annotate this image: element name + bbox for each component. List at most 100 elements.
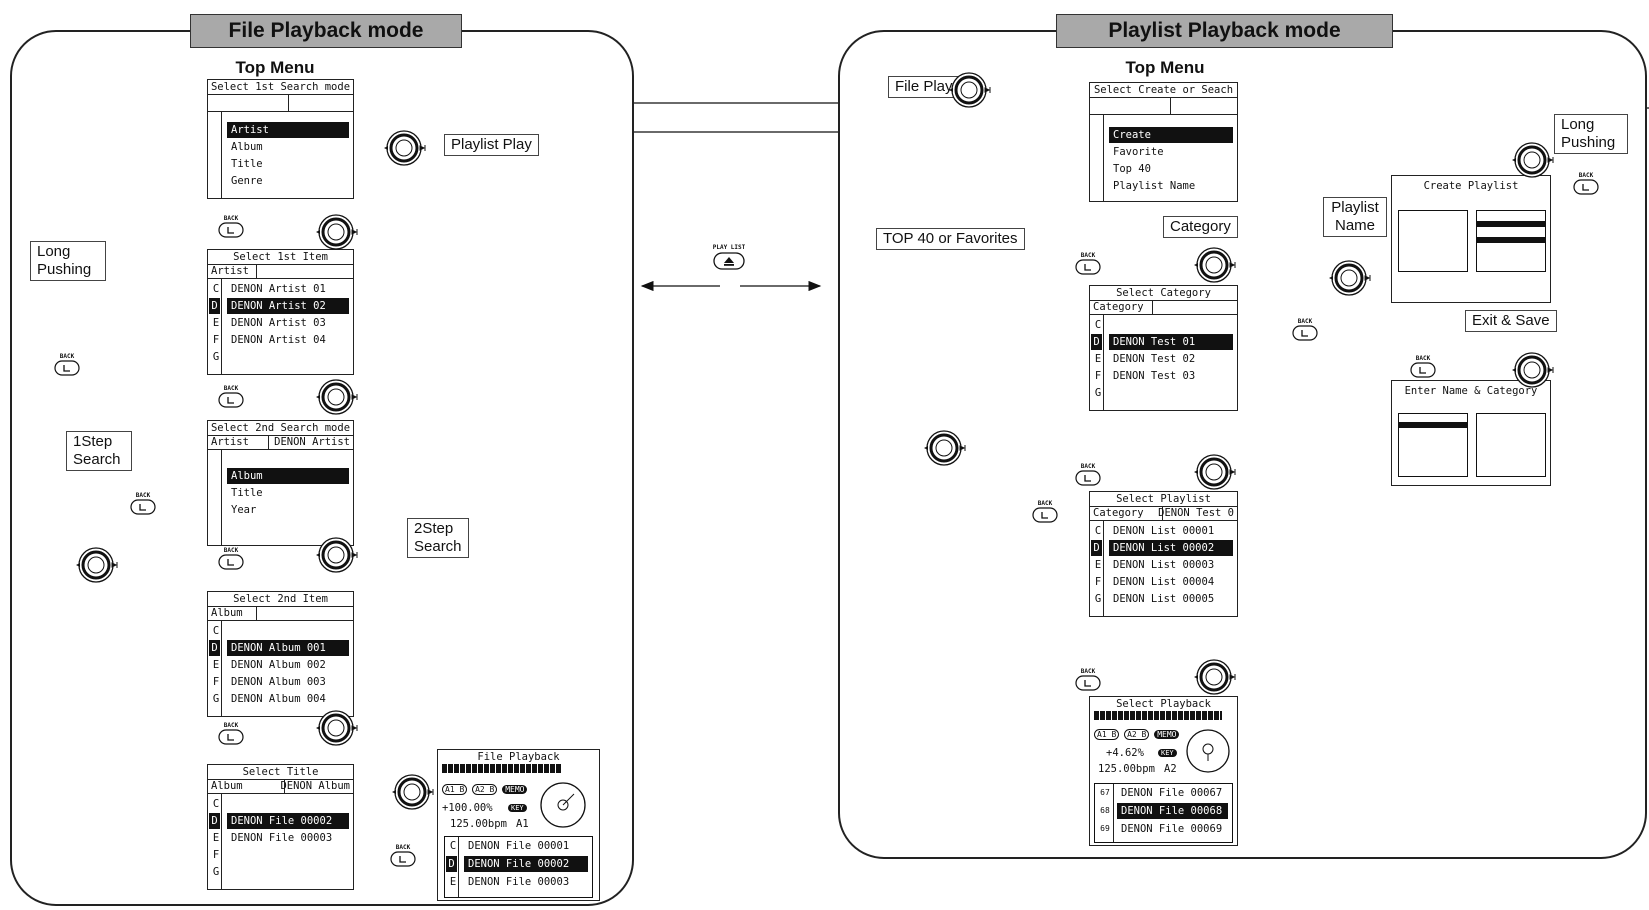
label-1step-search: 1Step Search <box>66 431 132 471</box>
screen-create-playlist[interactable]: Create Playlist <box>1391 175 1551 303</box>
list-item[interactable]: Album <box>231 141 263 153</box>
list-item[interactable]: DENON List 00002 <box>1109 540 1233 556</box>
back-button[interactable]: BACK <box>1075 252 1101 280</box>
jog-knob-icon[interactable] <box>312 212 370 257</box>
list-item[interactable]: Top 40 <box>1113 163 1151 175</box>
list-item[interactable]: DENON Artist 04 <box>231 334 326 346</box>
screen-select-playback[interactable]: Select Playback A1 B A2 B MEMO +4.62% KE… <box>1089 696 1238 846</box>
list-item[interactable]: DENON File 00003 <box>468 876 570 888</box>
screen-select-create-or-search[interactable]: Select Create or Seach Create Favorite T… <box>1089 82 1238 202</box>
back-label: BACK <box>1037 500 1053 507</box>
jog-knob-icon[interactable] <box>920 428 978 473</box>
back-button[interactable]: BACK <box>390 844 416 872</box>
list-item[interactable]: Genre <box>231 175 263 187</box>
back-icon <box>1032 507 1058 523</box>
jog-knob-icon[interactable] <box>72 545 130 590</box>
eject-icon <box>713 252 745 270</box>
back-button[interactable]: BACK <box>1032 500 1058 528</box>
file-mode-title: File Playback mode <box>190 14 462 48</box>
list-item[interactable]: Title <box>231 487 263 499</box>
list-item[interactable]: DENON File 00068 <box>1117 803 1228 819</box>
jog-knob-icon[interactable] <box>1190 245 1248 290</box>
back-button[interactable]: BACK <box>1410 355 1436 383</box>
back-button[interactable]: BACK <box>218 722 244 750</box>
back-label: BACK <box>223 547 239 554</box>
list-item[interactable]: Create <box>1109 127 1233 143</box>
list-item[interactable]: DENON Test 03 <box>1113 370 1196 382</box>
memo-badge: MEMO <box>502 785 528 794</box>
jog-knob-icon[interactable] <box>1508 140 1566 185</box>
screen-title: Create Playlist <box>1423 180 1519 192</box>
jog-knob-icon[interactable] <box>1190 452 1248 497</box>
list-item[interactable]: DENON File 00002 <box>464 856 588 872</box>
list-item[interactable]: Favorite <box>1113 146 1164 158</box>
column-header: DENON Test 0 <box>1158 507 1234 519</box>
list-item[interactable]: DENON Album 003 <box>231 676 326 688</box>
screen-title: Select Category <box>1090 286 1237 301</box>
key-badge: KEY <box>1158 749 1177 757</box>
back-button[interactable]: BACK <box>1573 172 1599 200</box>
list-item[interactable]: DENON File 00002 <box>227 813 349 829</box>
list-item[interactable]: Year <box>231 504 257 516</box>
list-item[interactable]: DENON List 00001 <box>1113 525 1215 537</box>
screen-title: Select Title <box>208 765 353 780</box>
column-header: Album <box>211 607 243 619</box>
list-item[interactable]: Album <box>227 468 349 484</box>
back-icon <box>218 729 244 745</box>
jog-knob-icon[interactable] <box>388 772 446 817</box>
list-item[interactable]: Artist <box>227 122 349 138</box>
screen-enter-name-category[interactable]: Enter Name & Category <box>1391 380 1551 486</box>
jog-knob-icon[interactable] <box>312 708 370 753</box>
jog-knob-icon[interactable] <box>1190 657 1248 702</box>
list-item[interactable]: DENON Artist 01 <box>231 283 326 295</box>
jog-knob-icon[interactable] <box>1508 350 1566 395</box>
back-button[interactable]: BACK <box>218 385 244 413</box>
back-button[interactable]: BACK <box>1292 318 1318 346</box>
back-button[interactable]: BACK <box>130 492 156 520</box>
list-item[interactable]: DENON Album 002 <box>231 659 326 671</box>
screen-select-1st-search-mode[interactable]: Select 1st Search mode Artist Album Titl… <box>207 79 354 199</box>
back-icon <box>1292 325 1318 341</box>
list-item[interactable]: DENON Artist 03 <box>231 317 326 329</box>
jog-knob-icon[interactable] <box>1325 258 1383 303</box>
list-item[interactable]: DENON File 00069 <box>1121 823 1223 835</box>
list-item[interactable]: Title <box>231 158 263 170</box>
list-item[interactable]: DENON File 00067 <box>1121 787 1223 799</box>
list-item[interactable]: DENON Album 004 <box>231 693 326 705</box>
pitch-value: +4.62% <box>1106 747 1144 759</box>
list-item[interactable]: DENON File 00003 <box>231 832 333 844</box>
list-item[interactable]: DENON Test 01 <box>1109 334 1233 350</box>
list-item[interactable]: DENON Album 001 <box>227 640 349 656</box>
jog-knob-icon[interactable] <box>380 128 438 173</box>
jog-knob-icon[interactable] <box>312 535 370 580</box>
cue-badges: A1 B A2 B MEMO <box>442 784 528 795</box>
back-button[interactable]: BACK <box>218 547 244 575</box>
screen-select-1st-item[interactable]: Select 1st Item Artist C DENON Artist 01… <box>207 249 354 375</box>
list-item[interactable]: DENON Artist 02 <box>227 298 349 314</box>
list-item[interactable]: DENON File 00001 <box>468 840 570 852</box>
back-button[interactable]: BACK <box>218 215 244 243</box>
list-item[interactable]: DENON List 00004 <box>1113 576 1215 588</box>
platter-icon <box>1186 729 1230 773</box>
list-item[interactable]: DENON List 00003 <box>1113 559 1215 571</box>
label-long-pushing: Long Pushing <box>30 241 106 281</box>
screen-title: Select 1st Search mode <box>208 80 353 95</box>
back-button[interactable]: BACK <box>1075 463 1101 491</box>
jog-knob-icon[interactable] <box>312 377 370 422</box>
back-button[interactable]: BACK <box>54 353 80 381</box>
row-number: 67 <box>1100 788 1110 797</box>
list-item[interactable]: DENON Test 02 <box>1113 353 1196 365</box>
back-label: BACK <box>1297 318 1313 325</box>
play-list-button[interactable]: PLAY LIST <box>712 244 746 276</box>
jog-knob-icon[interactable] <box>945 70 1003 115</box>
platter-icon <box>540 782 586 828</box>
back-button[interactable]: BACK <box>1075 668 1101 696</box>
screen-file-playback[interactable]: File Playback A1 B A2 B MEMO +100.00% KE… <box>437 749 600 901</box>
list-item[interactable]: DENON List 00005 <box>1113 593 1215 605</box>
list-item[interactable]: Playlist Name <box>1113 180 1196 192</box>
